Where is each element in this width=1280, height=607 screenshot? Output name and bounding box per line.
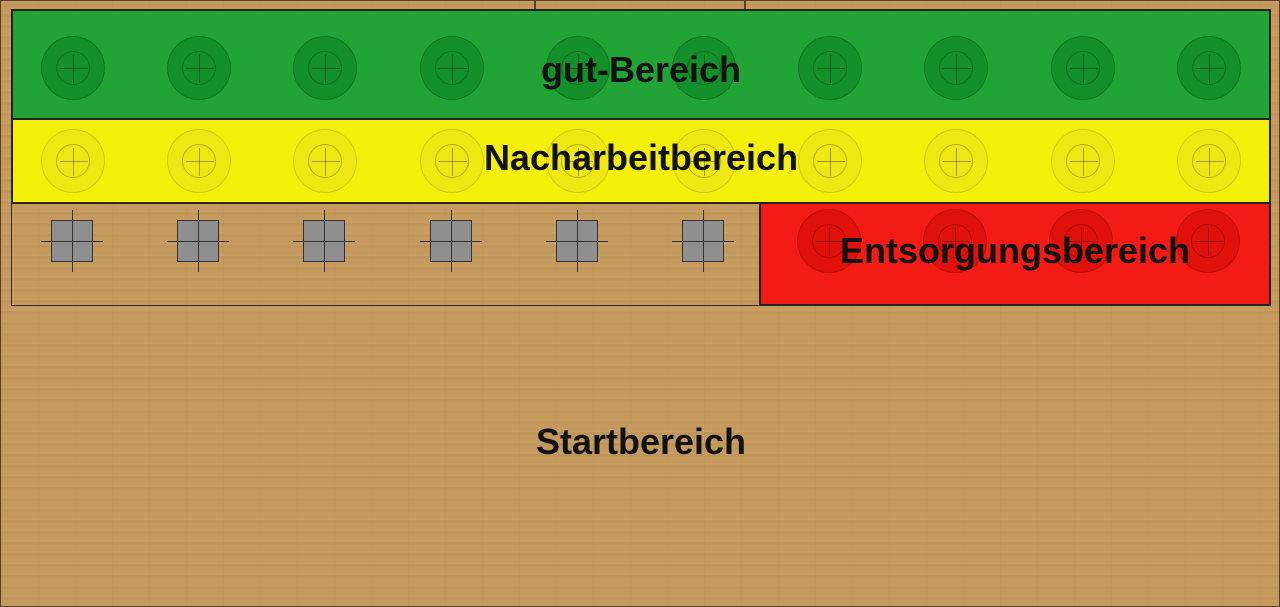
part-crosshair-v-icon	[72, 210, 73, 272]
crosshair-v-icon	[73, 55, 74, 83]
crosshair-h-icon	[312, 161, 341, 162]
crosshair-v-icon	[830, 55, 832, 83]
crosshair-h-icon	[816, 241, 844, 242]
crosshair-h-icon	[1195, 161, 1224, 162]
crosshair-h-icon	[1069, 68, 1098, 69]
good-slot-1[interactable]	[41, 36, 105, 100]
rework-slot-1[interactable]	[41, 129, 105, 193]
crosshair-h-icon	[1195, 68, 1224, 69]
crosshair-h-icon	[691, 68, 719, 69]
frame-line-top-left	[534, 1, 536, 9]
frame-line-top-right	[744, 1, 746, 9]
part-crosshair-v-icon	[703, 210, 704, 272]
crosshair-v-icon	[451, 148, 453, 176]
zone-start[interactable]: Startbereich	[11, 306, 1271, 601]
good-slot-4[interactable]	[419, 36, 484, 100]
crosshair-h-icon	[1068, 241, 1097, 242]
crosshair-v-icon	[704, 55, 705, 83]
crosshair-v-icon	[199, 55, 201, 83]
part-crosshair-v-icon	[324, 210, 326, 272]
rework-slot-9[interactable]	[1050, 129, 1115, 193]
zone-rework[interactable]: Nacharbeitbereich	[11, 118, 1271, 204]
crosshair-v-icon	[577, 55, 579, 83]
good-slot-2[interactable]	[167, 36, 232, 100]
crosshair-h-icon	[943, 161, 972, 162]
part-crosshair-v-icon	[576, 210, 578, 272]
crosshair-h-icon	[60, 161, 88, 162]
rework-slot-2[interactable]	[167, 129, 232, 193]
crosshair-v-icon	[955, 228, 957, 256]
crosshair-v-icon	[325, 148, 327, 176]
crosshair-v-icon	[830, 148, 832, 176]
crosshair-h-icon	[564, 161, 593, 162]
zone-good[interactable]: gut-Bereich	[11, 9, 1271, 120]
good-slot-3[interactable]	[293, 36, 358, 100]
crosshair-h-icon	[564, 68, 593, 69]
crosshair-h-icon	[438, 68, 467, 69]
crosshair-h-icon	[438, 161, 467, 162]
crosshair-h-icon	[817, 161, 846, 162]
crosshair-v-icon	[1082, 55, 1084, 83]
part-crosshair-v-icon	[450, 210, 452, 272]
rework-slot-5[interactable]	[545, 129, 610, 193]
rework-slot-6[interactable]	[672, 129, 736, 193]
crosshair-h-icon	[1069, 161, 1098, 162]
dispose-slot-4[interactable]	[1175, 209, 1240, 273]
good-slot-5[interactable]	[545, 36, 610, 100]
good-slot-10[interactable]	[1176, 36, 1241, 100]
good-slot-9[interactable]	[1050, 36, 1115, 100]
crosshair-v-icon	[829, 228, 830, 256]
rework-slot-10[interactable]	[1176, 129, 1241, 193]
good-slot-7[interactable]	[798, 36, 863, 100]
crosshair-v-icon	[1208, 55, 1210, 83]
crosshair-v-icon	[199, 148, 201, 176]
crosshair-h-icon	[691, 161, 719, 162]
crosshair-h-icon	[943, 68, 972, 69]
start-area-parts-strip	[11, 202, 761, 306]
crosshair-v-icon	[451, 55, 453, 83]
crosshair-h-icon	[942, 241, 971, 242]
crosshair-v-icon	[956, 148, 958, 176]
crosshair-h-icon	[60, 68, 88, 69]
rework-slot-3[interactable]	[293, 129, 358, 193]
crosshair-v-icon	[956, 55, 958, 83]
zone-dispose[interactable]: Entsorgungsbereich	[759, 202, 1271, 306]
crosshair-h-icon	[186, 161, 215, 162]
crosshair-h-icon	[1194, 241, 1223, 242]
crosshair-v-icon	[325, 55, 327, 83]
crosshair-v-icon	[704, 148, 705, 176]
dispose-slot-2[interactable]	[923, 209, 988, 273]
crosshair-h-icon	[186, 68, 215, 69]
rework-slot-7[interactable]	[798, 129, 863, 193]
crosshair-v-icon	[1207, 228, 1209, 256]
crosshair-v-icon	[73, 148, 74, 176]
crosshair-v-icon	[1082, 148, 1084, 176]
crosshair-h-icon	[312, 68, 341, 69]
rework-slot-4[interactable]	[419, 129, 484, 193]
good-slot-8[interactable]	[924, 36, 989, 100]
crosshair-v-icon	[1081, 228, 1083, 256]
dispose-slot-3[interactable]	[1049, 209, 1114, 273]
crosshair-h-icon	[817, 68, 846, 69]
crosshair-v-icon	[1208, 148, 1210, 176]
zone-start-label: Startbereich	[535, 421, 747, 462]
crosshair-v-icon	[577, 148, 579, 176]
part-crosshair-v-icon	[198, 210, 200, 272]
good-slot-6[interactable]	[672, 36, 736, 100]
dispose-slot-1[interactable]	[797, 209, 861, 273]
rework-slot-8[interactable]	[924, 129, 989, 193]
